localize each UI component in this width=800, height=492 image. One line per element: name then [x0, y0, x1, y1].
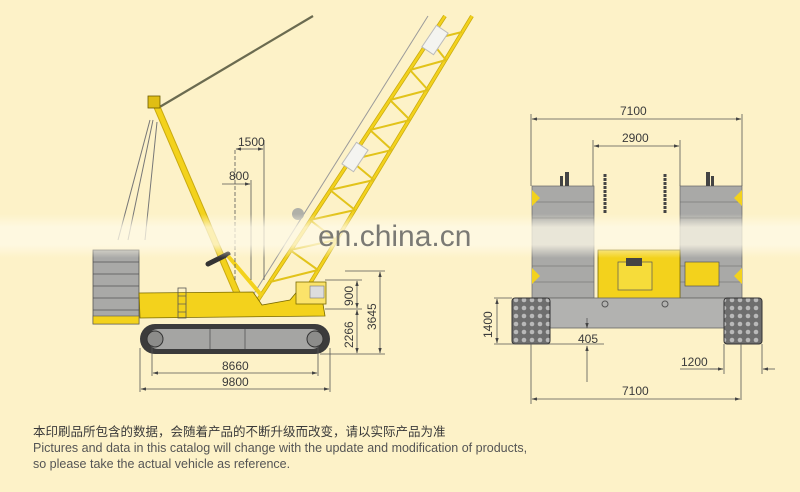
disclaimer-english-line1: Pictures and data in this catalog will c…	[33, 441, 528, 455]
dim-2266: 2266	[342, 321, 356, 348]
watermark-text: en.china.cn	[318, 220, 472, 253]
dim-7100-top: 7100	[620, 104, 647, 118]
side-crawler-track	[140, 324, 330, 354]
dim-900: 900	[342, 286, 356, 306]
dim-2900: 2900	[622, 131, 649, 145]
dim-7100-bottom: 7100	[622, 384, 649, 398]
dim-1200: 1200	[681, 355, 708, 369]
dim-3645: 3645	[365, 303, 379, 330]
dim-405: 405	[578, 332, 598, 346]
side-view-crane	[92, 14, 474, 354]
disclaimer-chinese: 本印刷品所包含的数据，会随着产品的不断升级而改变，请以实际产品为准	[33, 424, 446, 439]
disclaimer-english-line2: so please take the actual vehicle as ref…	[33, 457, 291, 471]
upper-house	[138, 251, 327, 319]
dim-800: 800	[229, 169, 249, 183]
front-view-crane	[511, 172, 763, 345]
watermark-band	[0, 214, 800, 258]
dim-8660: 8660	[222, 359, 249, 373]
counterweight-stack	[92, 249, 140, 325]
dim-1500: 1500	[238, 135, 265, 149]
dim-9800: 9800	[222, 375, 249, 389]
dim-1400: 1400	[481, 311, 495, 338]
side-view-dimensions	[139, 140, 385, 392]
catalog-disclaimer: 本印刷品所包含的数据，会随着产品的不断升级而改变，请以实际产品为准 Pictur…	[33, 424, 593, 472]
front-view-dimensions	[494, 114, 775, 404]
